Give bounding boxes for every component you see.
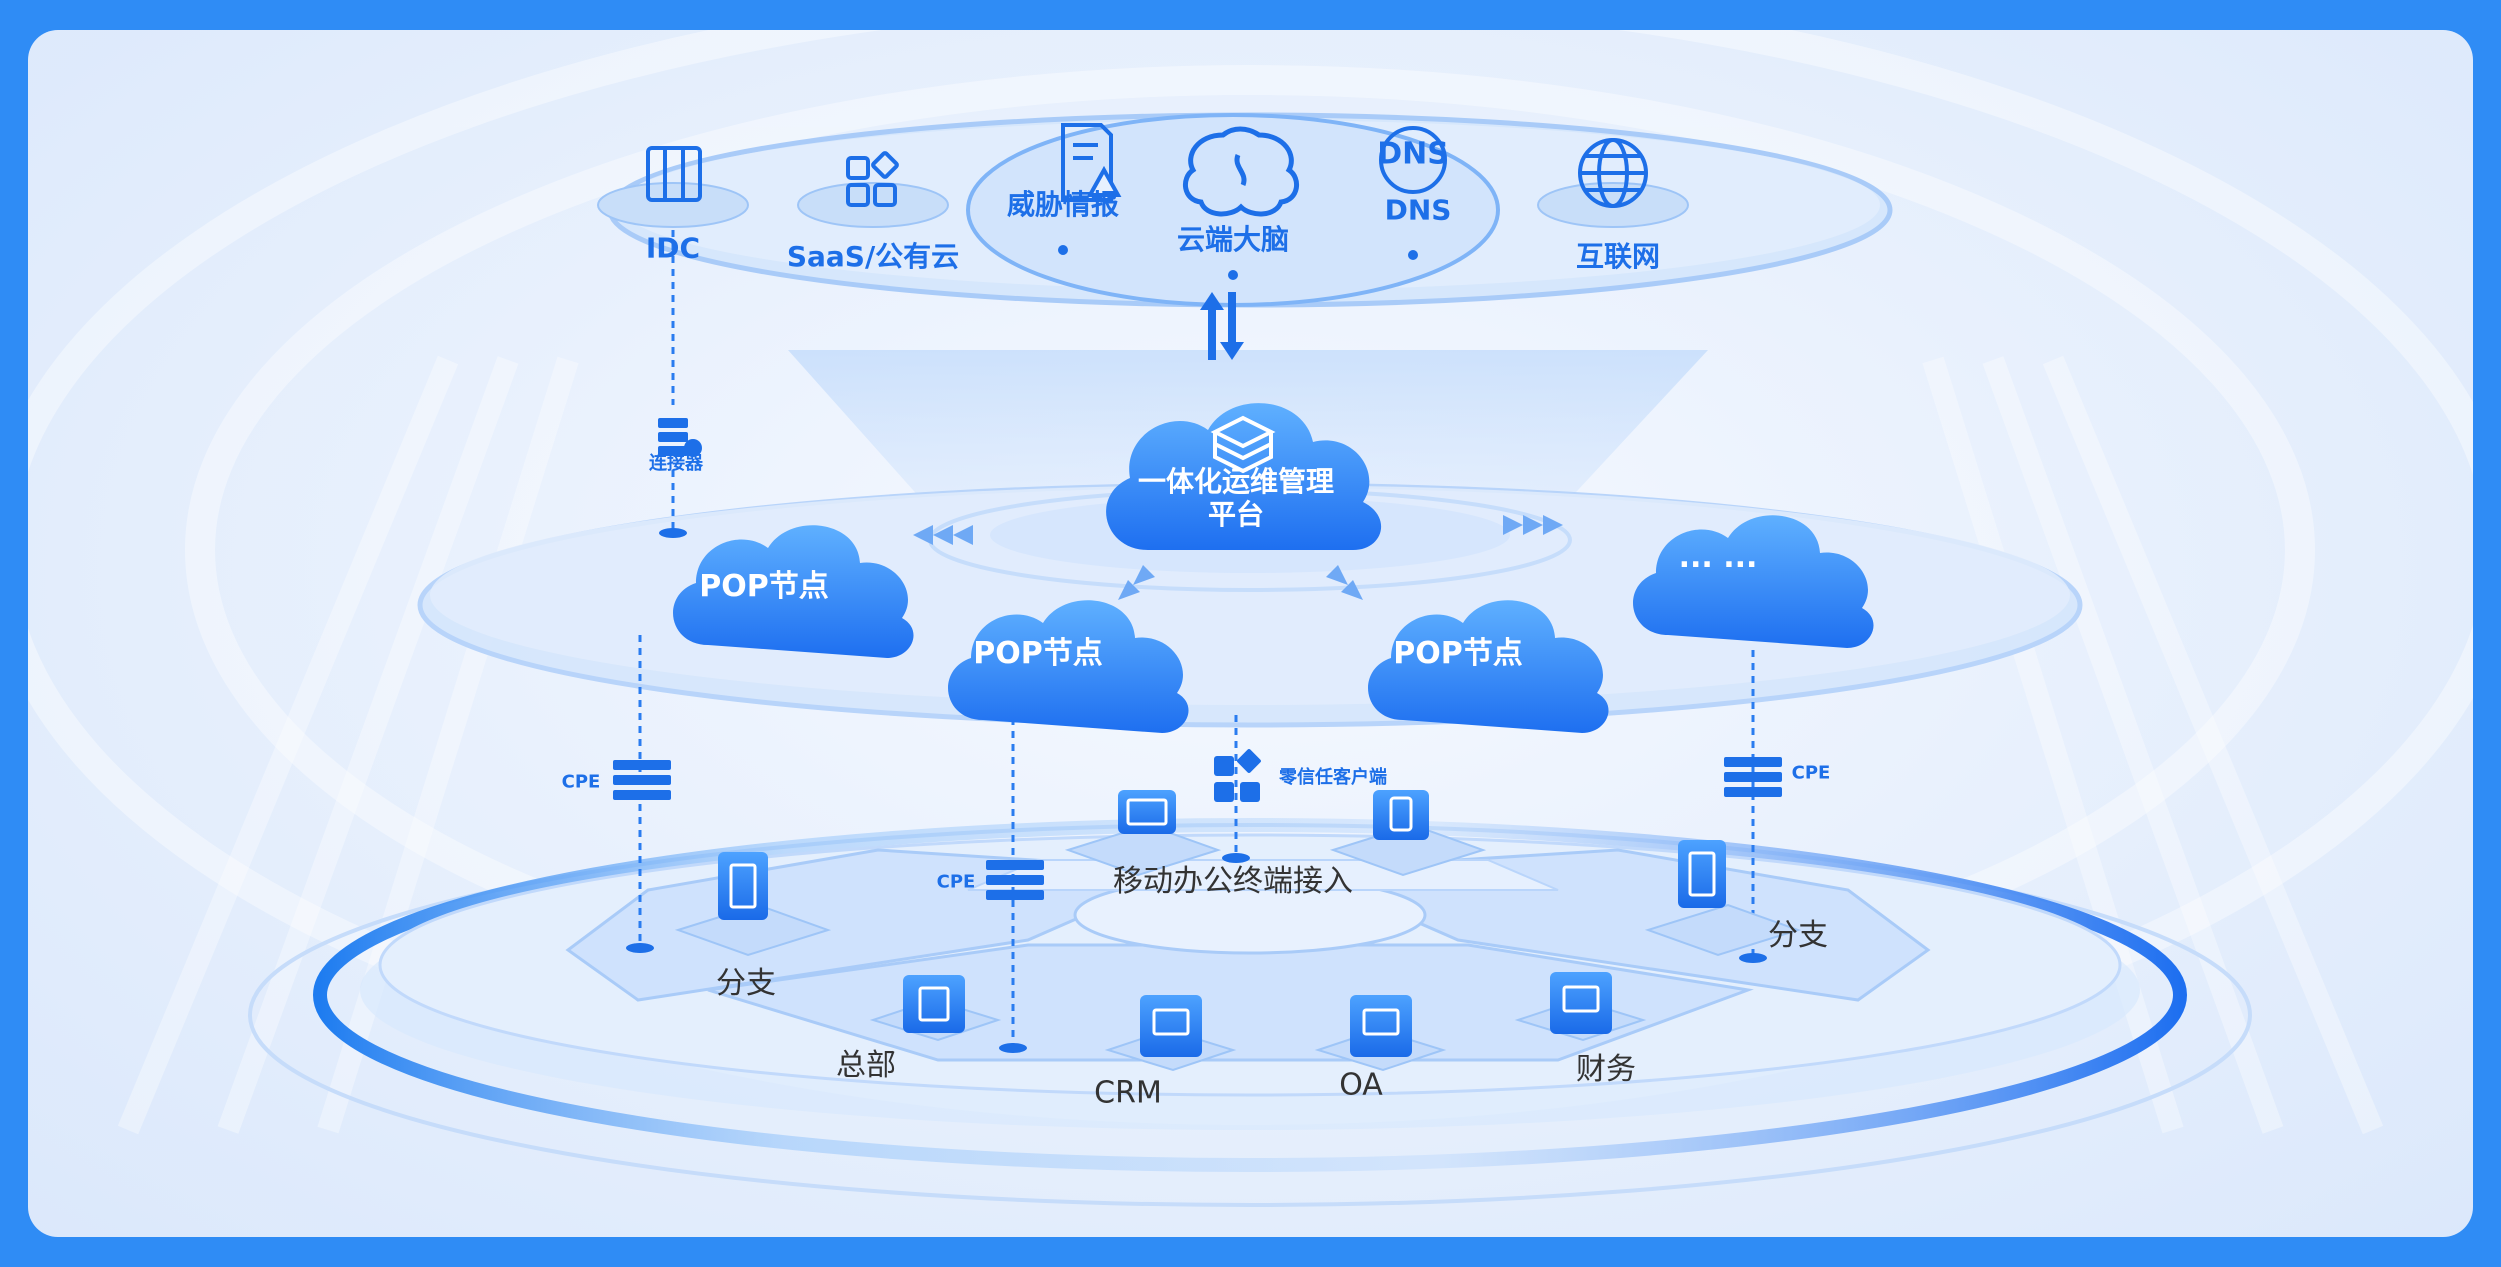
pop-node-3-label: POP节点 [1393, 636, 1523, 671]
platform-cloud [1106, 403, 1382, 550]
hq-building-icon [903, 975, 965, 1033]
internet-label: 互联网 [1575, 240, 1661, 273]
cpe-icon-left [613, 760, 671, 800]
cloud-brain-label: 云端大脑 [1176, 223, 1290, 256]
pop-cloud-2 [948, 600, 1189, 733]
apps-icon [846, 151, 899, 207]
cpe-label-right: CPE [1791, 762, 1831, 784]
pop-node-2-label: POP节点 [973, 636, 1103, 671]
hq-label: 总部 [836, 1048, 896, 1083]
branch-left-building-icon [718, 852, 768, 920]
oa-label: OA [1339, 1067, 1383, 1103]
pop-node-1-label: POP节点 [699, 569, 829, 604]
oa-icon [1350, 995, 1412, 1057]
platform-label-line2: 平台 [1207, 498, 1265, 531]
cpe-label-left: CPE [561, 771, 601, 793]
diagram-graphics [28, 30, 2473, 1207]
more-nodes-label: ··· ··· [1678, 547, 1758, 583]
cpe-icon-right [1724, 757, 1782, 797]
globe-icon [1578, 138, 1648, 208]
crm-icon [1140, 995, 1202, 1057]
diagram-canvas: IDC SaaS/公有云 威胁情报 云端大脑 DNS DNS 互联网 一体化运维… [28, 30, 2473, 1237]
dns-label: DNS [1384, 193, 1452, 227]
dns-icon [1379, 126, 1447, 194]
branch-left-label: 分支 [716, 966, 776, 1001]
branch-right-label: 分支 [1768, 918, 1828, 953]
mobile-access-label: 移动办公终端接入 [1113, 864, 1353, 899]
cpe-icon-mid [986, 860, 1044, 900]
crm-label: CRM [1094, 1075, 1162, 1111]
threat-intel-label: 威胁情报 [1006, 188, 1120, 221]
zero-trust-client-label: 零信任客户端 [1279, 767, 1387, 788]
pop-cloud-1 [673, 525, 914, 658]
connector-label: 连接器 [649, 453, 703, 474]
branch-right-building-icon [1678, 840, 1726, 908]
brain-icon [1183, 126, 1299, 217]
zero-trust-icon [1214, 749, 1261, 802]
server-rack-icon [646, 146, 702, 202]
cpe-label-mid: CPE [936, 871, 976, 893]
finance-label: 财务 [1576, 1052, 1636, 1087]
mobile-icon [1373, 790, 1429, 840]
platform-label-line1: 一体化运维管理 [1137, 465, 1335, 498]
box-stack-icon [1210, 415, 1276, 474]
saas-label: SaaS/公有云 [786, 240, 960, 273]
pop-cloud-3 [1368, 600, 1609, 733]
finance-icon [1550, 972, 1612, 1034]
idc-label: IDC [645, 231, 701, 265]
more-cloud [1633, 515, 1874, 648]
connector-icon [658, 418, 702, 457]
threat-doc-icon [1061, 123, 1122, 202]
dns-icon-text: DNS [1377, 136, 1449, 172]
